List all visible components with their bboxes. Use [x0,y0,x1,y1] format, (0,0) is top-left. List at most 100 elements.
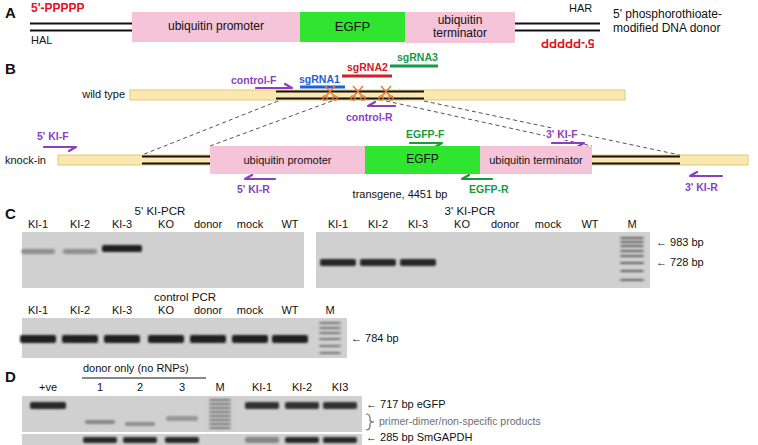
gel-image [22,232,304,288]
gel-image [22,396,362,432]
lane-label: KO [453,218,471,231]
gel-band [319,322,341,324]
gel-band [232,335,268,343]
gel-band [190,335,226,343]
egfp-box: EGFP [300,12,405,42]
lane-label: KI-3 [111,304,133,317]
gel-band [245,437,279,443]
gel-band [209,399,231,401]
gel-band [123,437,157,443]
band-size-label: ← 983 bp [655,236,705,249]
scissors-symbol [389,96,393,100]
gel-band [620,241,644,243]
donor-description: 5' phosphorothioate-modified DNA donor [612,8,754,36]
lane-label: KI-3 [111,218,133,231]
phosphorothioate-mark: 5'-PPPPP [540,35,596,49]
panel-letter: C [4,205,17,222]
lane-label: 1 [96,381,104,394]
group-label: donor only (no RNPs) [82,362,190,375]
homology-arm-line [515,23,600,25]
panel-letter: A [4,4,17,21]
gel-band [102,245,142,252]
gel-band [272,335,308,343]
scissors-symbol [325,86,334,96]
homology-arm-line [276,98,424,100]
band-size-label: ← 784 bp [350,332,400,345]
lane-label: KI-2 [69,304,91,317]
sgrna-bar [390,65,438,68]
allele-label: wild type [81,88,126,101]
scissors-symbol [354,86,363,96]
band-size-label: ← 717 bp eGFP [365,398,447,411]
scissors-symbol [333,96,337,100]
scissors-symbol [326,86,335,96]
gel-band [320,259,356,266]
gel-band [166,416,198,421]
scissors-symbol [323,96,327,100]
lane-label: KI-2 [367,218,389,231]
gel-band [104,335,140,343]
gel-band [323,402,357,409]
primer-arrow [462,175,492,179]
gel-band [620,237,644,239]
lane-label: mock [236,218,264,231]
lane-label: WT [280,304,299,317]
homology-arm-line [515,30,600,32]
lane-label: KI3 [331,381,350,394]
box-label: ubiquitin promoter [243,154,331,166]
sgrna-bar [300,86,345,89]
gel-band [360,259,396,266]
gel-band [83,437,117,443]
panel-letter: D [4,368,17,385]
gel-band [245,402,279,409]
size-label: transgene, 4451 bp [352,188,449,201]
gel-band [620,245,644,247]
arm-label: HAR [568,2,593,15]
primer-arrow [368,102,395,106]
gel-band [63,249,97,254]
gel-band [620,250,644,252]
gel-band [209,403,231,405]
gel-band [209,407,231,409]
terminator-box: ubiquitin terminator [405,12,515,43]
gel-band [319,345,341,347]
guide-line [386,101,592,146]
egfp-box: EGFP [365,146,480,174]
lane-label: mock [534,218,562,231]
primer-arrow [44,147,76,151]
band-size-label: ← 285 bp SmGAPDH [365,431,473,444]
lane-label: KI-1 [327,218,349,231]
homology-arm-line [30,23,132,25]
guide-line [210,101,332,146]
terminator-box: ubiquitin terminator [480,146,592,174]
lane-label: WT [280,218,299,231]
bracket-symbol [366,414,374,430]
group-underline [82,378,206,379]
gel-band [209,423,231,425]
gel-band [319,338,341,340]
scissors-symbol [379,96,383,100]
lane-label: +ve [38,381,58,394]
primer-label: control-R [345,111,394,123]
lane-label: KI-3 [407,218,429,231]
gel-band [620,279,644,281]
lane-label: KO [157,218,175,231]
homology-arm-line [30,30,132,32]
primer-label: 5' KI-F [36,130,70,142]
gel-image [22,434,362,445]
lane-label: M [626,218,637,231]
primer-label: 5' KI-R [236,183,271,195]
lane-label: donor [193,304,223,317]
gel-band [323,437,357,443]
lane-label: KI-1 [251,381,273,394]
gel-band [125,422,155,426]
primer-arrow [690,172,722,176]
gel-band [285,402,319,409]
scissors-symbol [382,86,391,96]
gel-band [319,352,341,354]
gel-band [30,402,66,409]
sgrna-label: sgRNA2 [346,61,389,73]
scissors-symbol [351,96,355,100]
sgrna-bar [342,75,392,78]
